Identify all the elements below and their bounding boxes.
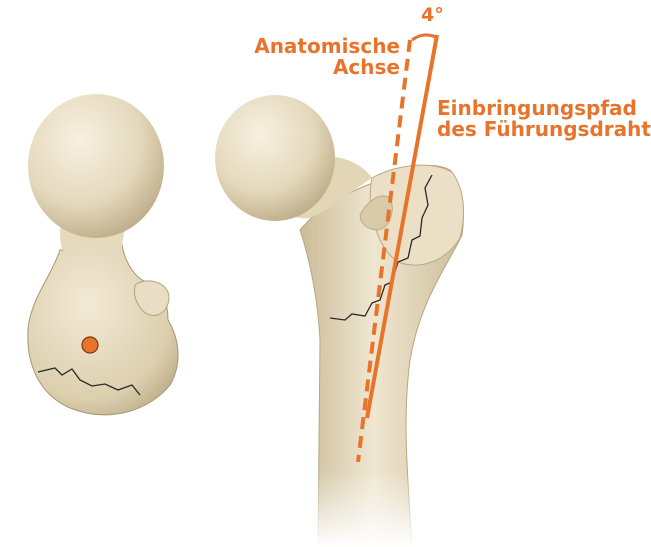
- shaft-fade: [290, 470, 430, 547]
- femur-top-view-body: [28, 245, 178, 415]
- angle-label: 4°: [421, 6, 444, 26]
- guide-wire-path-label-line1: Einbringungspfad: [437, 98, 651, 119]
- anatomical-axis-label-line2: Achse: [254, 57, 400, 78]
- guide-wire-path-label: Einbringungspfad des Führungsdrahts: [437, 98, 651, 140]
- anatomical-axis-label-line1: Anatomische: [254, 36, 400, 57]
- guide-wire-path-label-line2: des Führungsdrahts: [437, 119, 651, 140]
- femur-top-view-head: [28, 94, 164, 238]
- angle-arc: [412, 35, 438, 40]
- entry-point-marker: [82, 337, 98, 353]
- anatomical-axis-label: Anatomische Achse: [254, 36, 400, 78]
- femoral-head: [215, 95, 335, 221]
- femur-ap-view: [215, 95, 464, 547]
- femur-top-view: [28, 94, 178, 415]
